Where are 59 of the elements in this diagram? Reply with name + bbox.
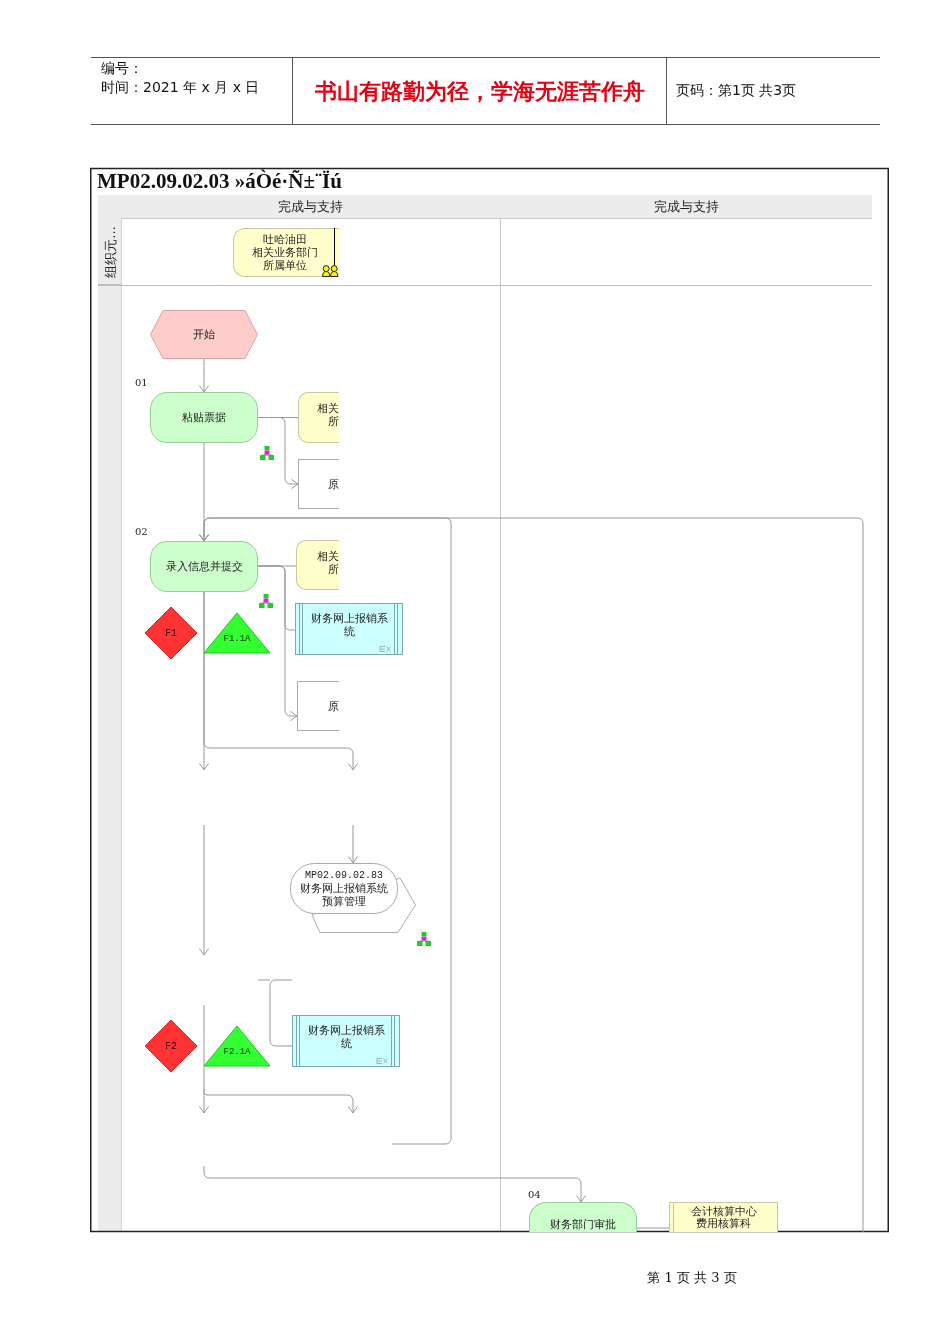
interface-label: 财务网上报销系统预算管理 <box>299 882 389 908</box>
process-label: 财务部门审批 <box>549 1218 617 1231</box>
system-label: 财务网上报销系统 <box>309 612 389 638</box>
document-box <box>298 459 339 509</box>
connector-arrow <box>199 358 209 393</box>
system-label: 财务网上报销系统 <box>306 1024 386 1050</box>
row-title: 组织元... <box>102 225 117 278</box>
document-number-label: 编号： <box>101 60 143 77</box>
org-unit-box <box>233 228 339 277</box>
motto-text: 书山有路勤为径，学海无涯苦作舟 <box>313 78 646 105</box>
process-box <box>150 541 258 592</box>
step-number: 01 <box>135 376 148 389</box>
start-hexagon <box>150 310 258 359</box>
lane-title: 完成与支持 <box>277 199 344 215</box>
connector-arrow <box>348 824 358 864</box>
risk-diamond <box>145 1020 197 1072</box>
diagram-title: MP02.09.02.03 »áÒé·Ñ±¨Ïú <box>97 169 342 193</box>
control-triangle <box>204 613 270 653</box>
step-number: 02 <box>135 525 148 538</box>
process-label: 粘贴票据 <box>181 411 227 424</box>
org-unit-box <box>296 540 339 590</box>
risk-label: F1 <box>164 626 178 640</box>
document-label: 原 <box>327 477 339 491</box>
connector-line <box>257 979 293 1047</box>
org-unit-name: 所属单位 <box>262 259 308 272</box>
connector-arrow <box>257 565 298 721</box>
process-label: 录入信息并提交 <box>164 560 244 573</box>
lane-header <box>500 195 872 219</box>
control-triangle <box>204 1026 270 1066</box>
org-unit-name: 会计核算中心费用核算科 <box>689 1206 758 1230</box>
org-unit-box <box>298 392 339 443</box>
connector-line <box>636 1227 670 1229</box>
start-label: 开始 <box>192 328 216 341</box>
connector-arrow <box>199 517 864 1233</box>
page-number-label: 页码：第1页 共3页 <box>676 82 797 99</box>
connector-arrow <box>203 591 358 771</box>
lane-title: 完成与支持 <box>652 199 720 215</box>
process-interface-shape <box>290 863 416 933</box>
date-label: 时间：2021 年 x 月 x 日 <box>101 79 260 96</box>
step-number: 04 <box>528 1188 541 1201</box>
document-label: 原 <box>327 699 339 713</box>
process-box <box>529 1202 637 1232</box>
system-box <box>292 1015 400 1067</box>
control-label: F2.1A <box>222 1046 252 1058</box>
document-box <box>297 681 339 731</box>
system-box <box>295 603 403 655</box>
org-unit-name: 吐哈油田 <box>262 233 308 246</box>
risk-diamond <box>145 607 197 659</box>
connector-line <box>257 565 296 631</box>
page-footer: 第 1 页 共 3 页 <box>592 1270 792 1286</box>
connector-arrow <box>203 1165 586 1203</box>
control-label: F1.1A <box>222 633 252 645</box>
process-box <box>150 392 258 443</box>
org-unit-box <box>669 1202 778 1232</box>
risk-label: F2 <box>164 1039 178 1053</box>
interface-code: MP02.09.02.83 <box>304 869 384 882</box>
org-unit-name: 相关所 <box>316 402 339 428</box>
org-unit-name: 相关所 <box>316 550 339 576</box>
org-unit-name: 相关业务部门 <box>251 246 319 259</box>
